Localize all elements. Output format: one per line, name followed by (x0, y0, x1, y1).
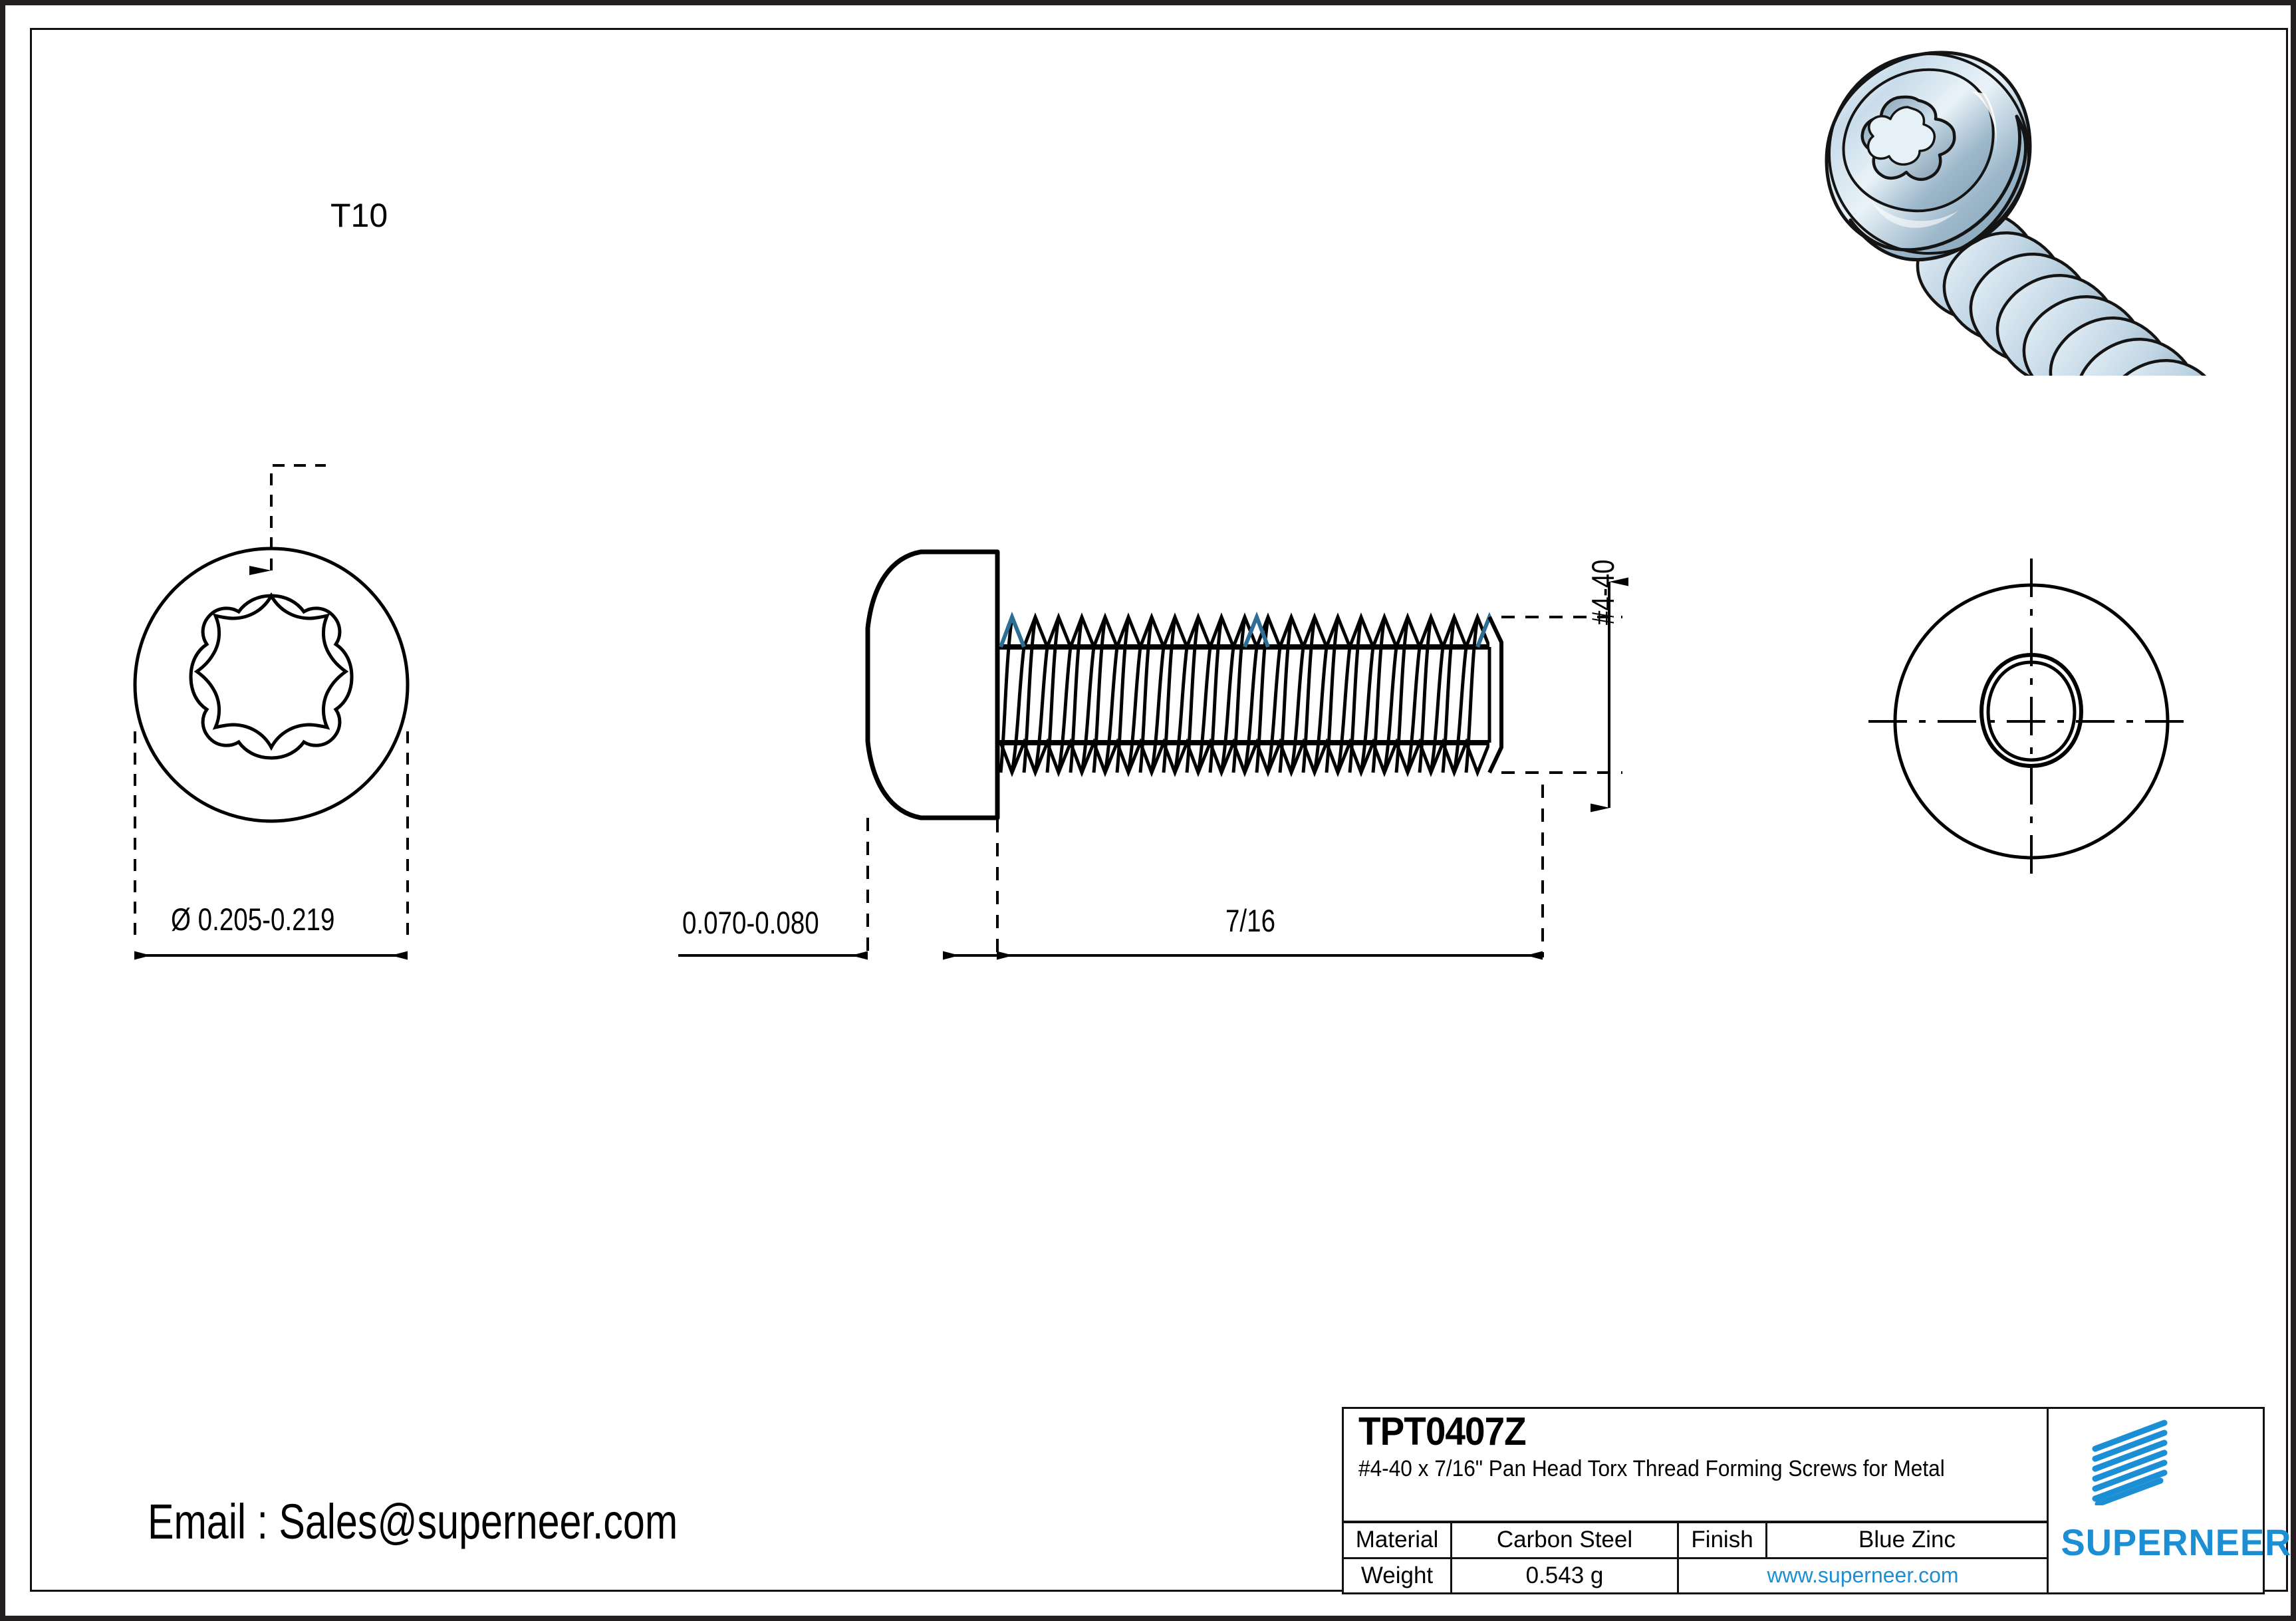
render-highlights (1872, 91, 1997, 228)
dimension-label-screw-length: 7/16 (1225, 903, 1276, 938)
title-block-header: TPT0407Z #4-40 x 7/16" Pan Head Torx Thr… (1344, 1409, 2047, 1523)
material-label: Material (1344, 1523, 1452, 1557)
finish-value: Blue Zinc (1858, 1527, 1956, 1553)
weight-label: Weight (1344, 1559, 1452, 1592)
weight-value: 0.543 g (1452, 1559, 1679, 1592)
view-trilobular-point (1868, 559, 2194, 884)
brand-wordmark: SUPERNEER (2061, 1521, 2292, 1563)
contact-email-text: Email : Sales@superneer.com (148, 1494, 678, 1549)
material-value: Carbon Steel (1452, 1523, 1679, 1557)
dimension-head-height (678, 818, 999, 960)
dimension-label-head-height: 0.070-0.080 (682, 905, 819, 940)
finish-label: Finish (1679, 1523, 1767, 1557)
table-row-material: Material Carbon Steel Finish Blue Zinc (1344, 1523, 2047, 1559)
title-block-info: TPT0407Z #4-40 x 7/16" Pan Head Torx Thr… (1344, 1409, 2049, 1592)
table-row-weight: Weight 0.543 g www.superneer.com (1344, 1559, 2047, 1593)
company-logo-panel: SUPERNEER (2049, 1409, 2292, 1592)
dimension-label-head-diameter: Ø 0.205-0.219 (171, 902, 335, 937)
dimension-label-thread-spec: #4-40 (1585, 559, 1620, 625)
dimension-label-drive-size: T10 (330, 197, 388, 234)
website-link[interactable]: www.superneer.com (1767, 1563, 1959, 1588)
website-cell[interactable]: www.superneer.com (1679, 1559, 2047, 1593)
superneer-logo-icon (2092, 1420, 2168, 1505)
render-torx-recess (1860, 95, 1956, 181)
title-block: TPT0407Z #4-40 x 7/16" Pan Head Torx Thr… (1342, 1407, 2292, 1594)
isometric-render-screw (1825, 51, 2206, 376)
view-screw-side (678, 549, 1628, 960)
part-description: #4-40 x 7/16" Pan Head Torx Thread Formi… (1358, 1456, 1945, 1482)
leader-line-t10 (249, 464, 326, 575)
render-shank-threads (1916, 209, 2206, 376)
dimension-screw-length (997, 785, 1544, 960)
view-torx-head-top (133, 464, 410, 960)
part-number: TPT0407Z (1358, 1410, 1527, 1453)
dimension-thread-diameter (1501, 577, 1628, 812)
